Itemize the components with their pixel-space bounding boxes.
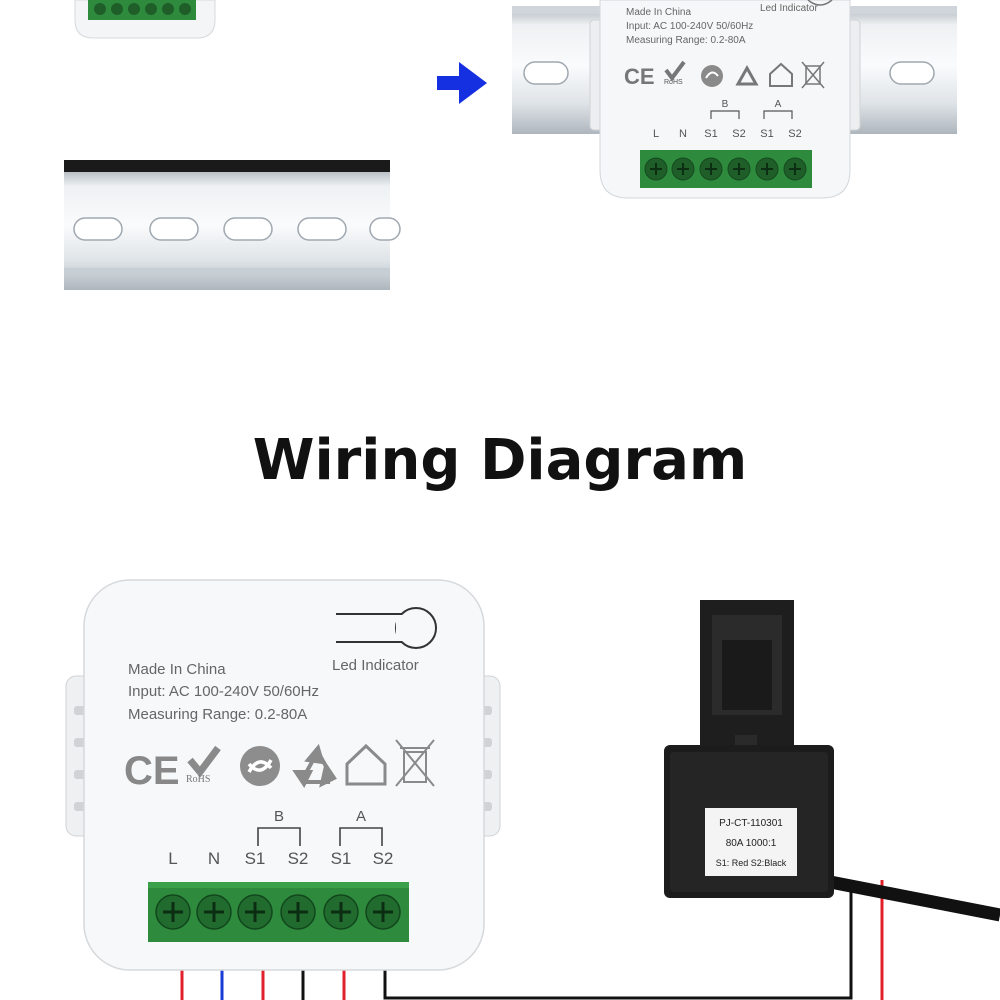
range-label: Measuring Range: 0.2-80A [128, 706, 308, 723]
small-range: Measuring Range: 0.2-80A [626, 35, 746, 46]
small-terminal-b-s2: S2 [732, 128, 746, 140]
terminal-b-s1-label: S1 [244, 849, 266, 868]
terminal-l-label: L [168, 849, 178, 868]
small-terminal-l: L [652, 128, 660, 140]
input-label: Input: AC 100-240V 50/60Hz [128, 683, 319, 700]
small-terminal-a-s1: S1 [760, 128, 774, 140]
top-illustration: CE [64, 0, 957, 290]
small-led-label: Led Indicator [760, 3, 818, 14]
ct-rating: 80A 1000:1 [725, 838, 777, 849]
small-terminal-b-s1: S1 [704, 128, 718, 140]
ct-label [705, 808, 797, 876]
bracket-a [339, 827, 383, 846]
terminal-n-label: N [207, 849, 221, 868]
ct-black-wire [383, 880, 853, 1000]
small-input: Input: AC 100-240V 50/60Hz [626, 21, 754, 32]
current-transformer [664, 600, 1000, 922]
weee-bin-icon [395, 739, 435, 787]
rohs-check-icon [187, 745, 221, 778]
wiring-illustration: CE [65, 579, 1000, 1000]
ct-label-text: PJ-CT-110301 80A 1000:1 S1: Red S2:Black [705, 808, 797, 876]
terminal-b-s2-label: S2 [287, 849, 309, 868]
ce-mark-icon: CE [124, 749, 180, 793]
ct-wire-colors: S1: Red S2:Black [715, 858, 787, 868]
rohs-label: RoHS [186, 774, 211, 785]
terminal-a-s1-label: S1 [330, 849, 352, 868]
small-made-in: Made In China [626, 7, 692, 18]
group-b-label: B [273, 808, 284, 825]
green-dot-icon [240, 746, 280, 786]
ct-model: PJ-CT-110301 [719, 818, 783, 829]
din-rail-left [64, 160, 401, 290]
svg-text:CE: CE [124, 749, 180, 793]
made-in-label: Made In China [128, 661, 226, 678]
led-indicator-label: Led Indicator [332, 657, 419, 674]
bracket-b [257, 827, 301, 846]
house-icon [345, 743, 387, 786]
small-rohs: RoHS [664, 79, 683, 86]
small-terminal-n: N [679, 128, 687, 140]
device-small-mounted: CE [589, 0, 861, 199]
small-terminal-a-s2: S2 [788, 128, 802, 140]
small-group-b: B [721, 99, 729, 110]
led-indicator-icon [336, 607, 437, 649]
recycle-icon [292, 743, 337, 788]
page-title: Wiring Diagram [252, 428, 748, 493]
terminal-a-s2-label: S2 [372, 849, 394, 868]
mount-arrow-icon [437, 62, 487, 104]
group-a-label: A [355, 808, 366, 825]
device-main: CE [65, 579, 501, 971]
svg-text:CE: CE [624, 64, 655, 89]
device-partial-top-left [74, 0, 216, 39]
small-group-a: A [774, 99, 782, 110]
